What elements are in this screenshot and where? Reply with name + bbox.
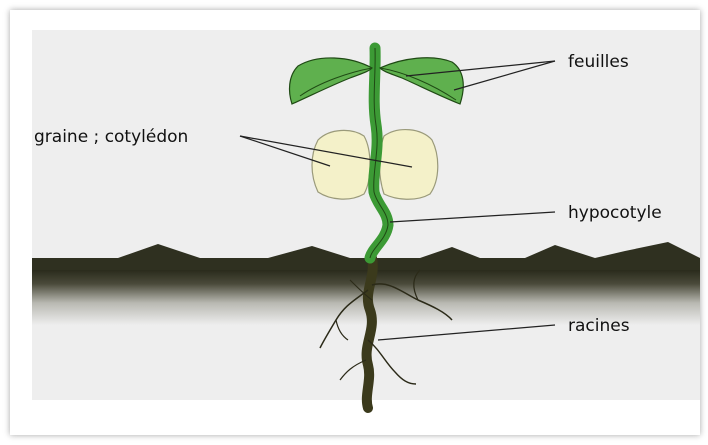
label-hypocotyl: hypocotyle — [568, 203, 662, 223]
label-leaves: feuilles — [568, 52, 629, 72]
label-seed-cotyledon: graine ; cotylédon — [34, 127, 188, 147]
label-roots: racines — [568, 316, 630, 336]
